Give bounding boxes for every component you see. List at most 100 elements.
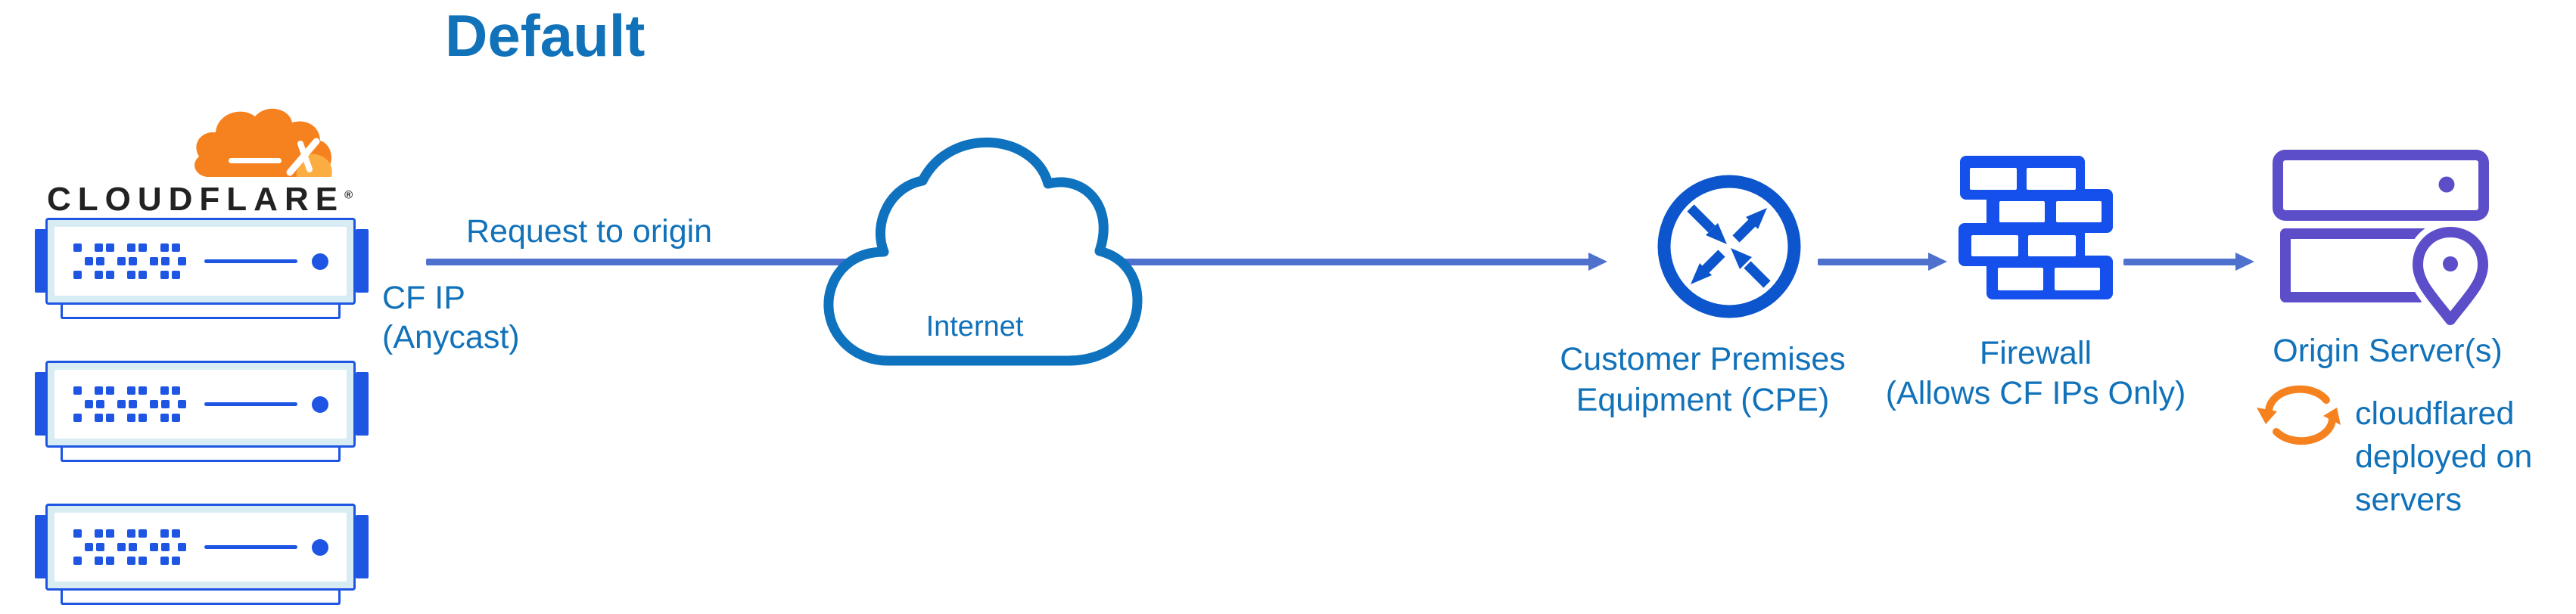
- server-right-tab: [356, 372, 369, 436]
- server-dot: [160, 414, 169, 422]
- firewall-to-origin-line: [2123, 259, 2237, 265]
- cloudflare-server-icon: [33, 504, 372, 605]
- server-dot: [129, 400, 137, 408]
- server-dot: [96, 400, 104, 408]
- server-dot: [106, 271, 114, 279]
- server-dot: [106, 243, 114, 252]
- server-dot: [161, 400, 170, 408]
- server-dot: [127, 243, 135, 252]
- server-tray: [61, 305, 341, 319]
- server-dot: [96, 257, 104, 265]
- server-dot: [129, 543, 137, 551]
- server-dot: [106, 529, 114, 538]
- cpe-label-line1: Customer Premises: [1560, 341, 1846, 377]
- server-dot: [138, 414, 147, 422]
- server-dot: [127, 271, 135, 279]
- cf-ip-line1: CF IP: [382, 280, 465, 316]
- server-dot: [95, 529, 103, 538]
- cloudflared-label-line1: cloudflared: [2355, 395, 2515, 432]
- server-body: [45, 361, 356, 448]
- server-dot: [73, 414, 82, 422]
- page-title: Default: [445, 2, 646, 69]
- server-dot: [150, 400, 158, 408]
- internet-label: Internet: [926, 311, 1024, 343]
- server-dot: [138, 557, 147, 565]
- server-dot: [138, 243, 147, 252]
- registered-mark: ®: [344, 188, 353, 202]
- firewall-label-line1: Firewall: [1979, 335, 2092, 371]
- firewall-icon: [1958, 156, 2113, 299]
- cpe-to-firewall-line: [1818, 259, 1930, 265]
- server-dot: [161, 543, 170, 551]
- server-faceplate: [54, 513, 347, 581]
- cloudflare-server-icon: [33, 361, 372, 462]
- server-dot: [150, 257, 158, 265]
- firewall-label: Firewall (Allows CF IPs Only): [1854, 333, 2217, 414]
- cloudflare-logo-icon: [194, 108, 332, 177]
- server-dot: [160, 529, 169, 538]
- server-dot: [117, 400, 126, 408]
- cloudflared-label-line2: deployed on: [2355, 439, 2533, 475]
- server-dot: [106, 386, 114, 395]
- server-dot: [95, 243, 103, 252]
- location-pin-icon: [2406, 221, 2494, 331]
- server-dot: [138, 271, 147, 279]
- server-dot: [106, 414, 114, 422]
- server-dot: [73, 243, 82, 252]
- server-dot: [172, 386, 180, 395]
- cpe-label: Customer Premises Equipment (CPE): [1536, 339, 1869, 420]
- cloudflared-label: cloudflared deployed on servers: [2355, 392, 2532, 522]
- right-arrow-icon: [1588, 253, 1607, 271]
- server-tray: [61, 448, 341, 462]
- cloudflare-wordmark: CLOUDFLARE®: [47, 181, 353, 219]
- server-dot: [95, 557, 103, 565]
- cloudflare-server-icon: [33, 218, 372, 319]
- origin-label: Origin Server(s): [2273, 333, 2503, 369]
- server-dot: [138, 529, 147, 538]
- server-dot: [160, 271, 169, 279]
- server-right-tab: [356, 229, 369, 293]
- server-left-tab: [35, 372, 46, 436]
- server-dot: [96, 543, 104, 551]
- server-dot: [73, 529, 82, 538]
- server-slot-line: [204, 545, 297, 549]
- cpe-router-icon: [1657, 175, 1801, 318]
- server-led: [312, 396, 328, 413]
- right-arrow-icon: [1928, 253, 1947, 271]
- cf-ip-anycast-label: CF IP (Anycast): [382, 278, 520, 357]
- server-slot-line: [204, 259, 297, 263]
- server-dot: [95, 271, 103, 279]
- cloudflared-sync-icon: [2257, 385, 2341, 445]
- server-led: [312, 539, 328, 556]
- wordmark-text: CLOUDFLARE: [47, 181, 345, 218]
- server-dot: [73, 557, 82, 565]
- cpe-label-line2: Equipment (CPE): [1576, 382, 1830, 418]
- server-left-tab: [35, 515, 46, 578]
- server-dot: [95, 386, 103, 395]
- server-body: [45, 504, 356, 591]
- server-right-tab: [356, 515, 369, 578]
- server-faceplate: [54, 227, 347, 296]
- cf-ip-line2: (Anycast): [382, 319, 520, 355]
- server-dot: [73, 271, 82, 279]
- server-dot: [160, 386, 169, 395]
- firewall-label-line2: (Allows CF IPs Only): [1885, 375, 2186, 411]
- server-dot: [160, 243, 169, 252]
- server-dot: [73, 386, 82, 395]
- server-dot: [172, 414, 180, 422]
- server-dot: [150, 543, 158, 551]
- server-dot: [127, 386, 135, 395]
- server-dot: [85, 543, 93, 551]
- cloudflared-label-line3: servers: [2355, 482, 2462, 518]
- server-tray: [61, 591, 341, 605]
- server-dot: [129, 257, 137, 265]
- server-faceplate: [54, 370, 347, 439]
- server-led: [312, 253, 328, 270]
- server-dot: [178, 257, 186, 265]
- server-dot: [138, 386, 147, 395]
- right-arrow-icon: [2235, 253, 2254, 271]
- server-dot: [161, 257, 170, 265]
- server-dot: [127, 414, 135, 422]
- server-dot: [117, 257, 126, 265]
- server-dot: [172, 271, 180, 279]
